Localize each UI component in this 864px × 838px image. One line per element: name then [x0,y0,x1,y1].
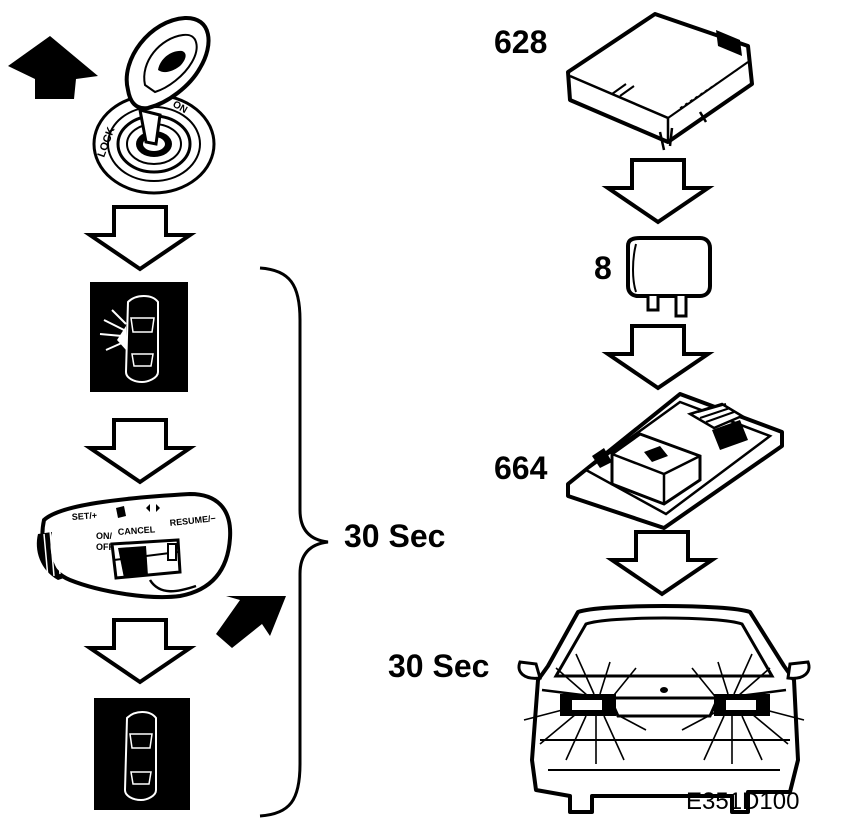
down-arrow-icon [88,205,192,271]
cruise-control-stalk [36,491,233,600]
relay-8 [626,236,712,318]
down-arrow-icon [610,530,714,596]
car-duration-label: 30 Sec [388,648,490,684]
car-indicator-off-panel [94,698,190,810]
relay-ref-label: 8 [594,250,612,286]
brace-duration-label: 30 Sec [344,518,446,554]
down-arrow-icon [606,324,710,390]
duration-brace [259,266,329,818]
switch-off-label: OFF [96,542,114,552]
switch-on-label: ON/ [96,531,113,541]
switch-cancel-label: CANCEL [117,524,156,537]
pull-direction-arrow-icon [216,596,286,648]
up-arrow-icon [8,36,98,99]
switch-set-label: SET/+ [71,510,97,522]
figure-code-label: E351D100 [686,788,800,815]
down-arrow-icon [88,618,192,684]
ecu-ref-label: 628 [494,24,548,60]
car-flashing-indicator-panel [90,282,188,392]
headlight-module-664 [566,392,784,530]
control-module-628 [566,12,754,151]
switch-resume-label: RESUME/− [169,513,216,528]
ignition-key-illustration [92,15,216,195]
headlight-module-ref-label: 664 [494,450,548,486]
car-front-headlights-on [517,604,811,814]
down-arrow-icon [606,158,710,224]
down-arrow-icon [88,418,192,484]
